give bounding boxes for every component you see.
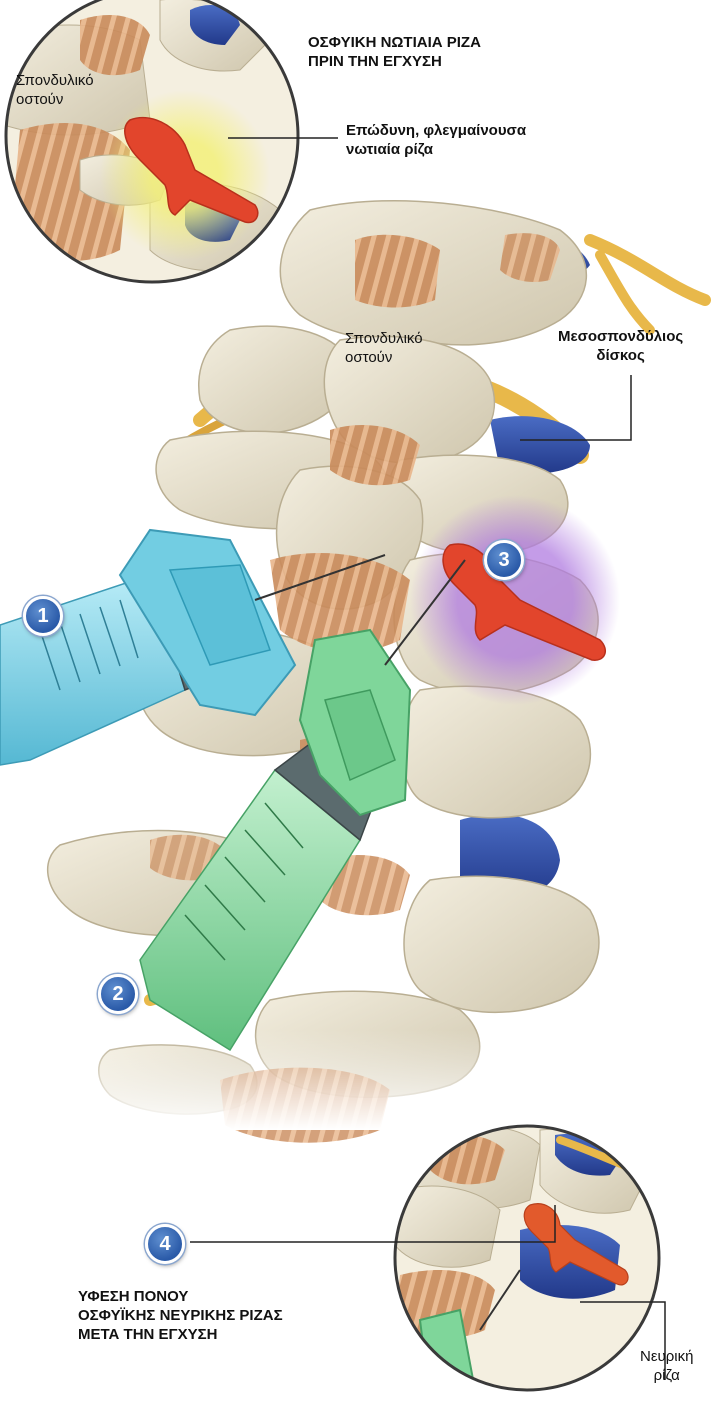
top-inset-title: ΟΣΦΥΙΚΗ ΝΩΤΙΑΙΑ ΡΙΖΑ ΠΡΙΝ ΤΗΝ ΕΓΧΥΣΗ xyxy=(308,34,481,72)
top-inset-zoom xyxy=(0,0,310,290)
bottom-inset-zoom xyxy=(390,1120,670,1400)
badge-1: 1 xyxy=(23,596,63,636)
bottom-inset-root-label: Νευρική ρίζα xyxy=(640,1348,693,1386)
main-bone-label: Σπονδυλικό οστούν xyxy=(345,330,423,368)
bottom-inset-title: ΥΦΕΣΗ ΠΟΝΟΥ ΟΣΦΥΪΚΗΣ ΝΕΥΡΙΚΗΣ ΡΙΖΑΣ ΜΕΤΑ… xyxy=(78,1288,283,1344)
disc-label: Μεσοσπονδύλιος δίσκος xyxy=(558,328,683,366)
top-inset-bone-label: Σπονδυλικό οστούν xyxy=(16,72,94,110)
top-inset-root-label: Επώδυνη, φλεγμαίνουσα νωτιαία ρίζα xyxy=(346,122,526,160)
badge-3: 3 xyxy=(484,540,524,580)
badge-2: 2 xyxy=(98,974,138,1014)
badge-4: 4 xyxy=(145,1224,185,1264)
inflamed-nerve-root xyxy=(410,495,620,705)
